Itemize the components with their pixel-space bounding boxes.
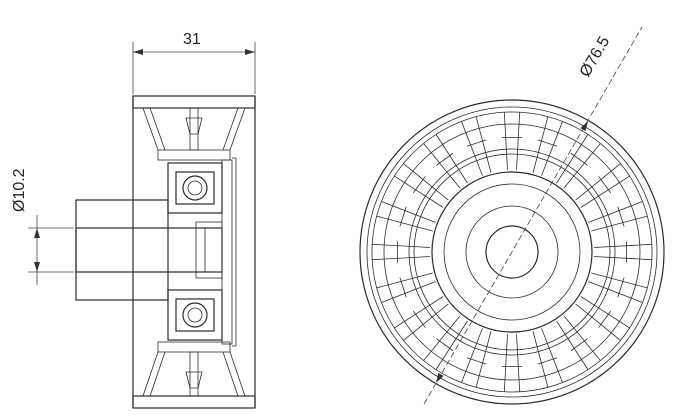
bearing-bottom — [167, 289, 223, 341]
bore-dimension: Ø10.2 — [11, 168, 74, 285]
spoke-line — [588, 201, 643, 223]
axle-bore — [75, 227, 223, 273]
spoke-line — [588, 281, 643, 303]
spoke-line — [541, 121, 563, 176]
spoke-line — [591, 272, 648, 289]
spoke-line — [563, 315, 601, 361]
spoke-line — [423, 315, 461, 361]
spoke-line — [376, 272, 433, 289]
spoke-line — [403, 303, 449, 341]
axle-spacer — [75, 199, 169, 301]
tire-band-top — [132, 95, 256, 109]
spoke-crossbar — [412, 176, 426, 194]
spoke-crossbar — [466, 139, 487, 147]
bore-label: Ø10.2 — [11, 168, 28, 212]
spoke-line — [503, 333, 508, 392]
side-view: 31 Ø10.2 — [11, 31, 256, 409]
spoke-crossbar — [399, 206, 407, 227]
width-dimension: 31 — [132, 31, 256, 94]
spokes — [372, 112, 652, 392]
outer-diameter-label: Ø76.5 — [577, 34, 614, 80]
front-view: Ø76.5 — [359, 26, 665, 405]
spoke-crossbar — [617, 277, 625, 298]
spoke-crossbar — [598, 310, 612, 328]
spoke-line — [435, 320, 468, 370]
spoke-crossbar — [598, 176, 612, 194]
spoke-line — [593, 256, 652, 261]
spoke-line — [593, 243, 652, 248]
spoke-line — [556, 320, 589, 370]
spoke-line — [556, 134, 589, 184]
spoke-line — [591, 215, 648, 232]
spoke-line — [372, 243, 431, 248]
spoke-line — [461, 121, 483, 176]
spoke-line — [563, 143, 601, 189]
tire-band-bottom — [132, 395, 256, 409]
spoke-crossbar — [570, 338, 588, 352]
spoke-crossbar — [537, 139, 558, 147]
center-bore — [485, 225, 539, 279]
spoke-crossbar — [466, 357, 487, 365]
spoke-line — [394, 175, 444, 208]
spoke-line — [381, 201, 436, 223]
spoke-line — [580, 175, 630, 208]
spoke-crossbar — [436, 152, 454, 166]
spoke-line — [580, 296, 630, 329]
spoke-crossbar — [570, 152, 588, 166]
spoke-line — [516, 112, 521, 171]
diameter-leader — [423, 26, 643, 405]
spoke-line — [541, 328, 563, 383]
spoke-line — [423, 143, 461, 189]
spoke-crossbar — [436, 338, 454, 352]
spoke-line — [403, 163, 449, 201]
bearing-top — [167, 162, 223, 214]
spoke-line — [475, 116, 492, 173]
width-label: 31 — [183, 31, 201, 48]
spoke-crossbar — [617, 206, 625, 227]
spoke-line — [376, 215, 433, 232]
spoke-line — [394, 296, 444, 329]
spoke-line — [503, 112, 508, 171]
spoke-line — [532, 116, 549, 173]
spoke-line — [372, 256, 431, 261]
spoke-line — [461, 328, 483, 383]
spoke-crossbar — [412, 310, 426, 328]
spoke-line — [475, 331, 492, 388]
spoke-line — [435, 134, 468, 184]
spoke-crossbar — [537, 357, 558, 365]
spoke-line — [575, 163, 621, 201]
spoke-line — [381, 281, 436, 303]
spoke-line — [532, 331, 549, 388]
spoke-crossbar — [399, 277, 407, 298]
spoke-line — [516, 333, 521, 392]
spoke-line — [575, 303, 621, 341]
